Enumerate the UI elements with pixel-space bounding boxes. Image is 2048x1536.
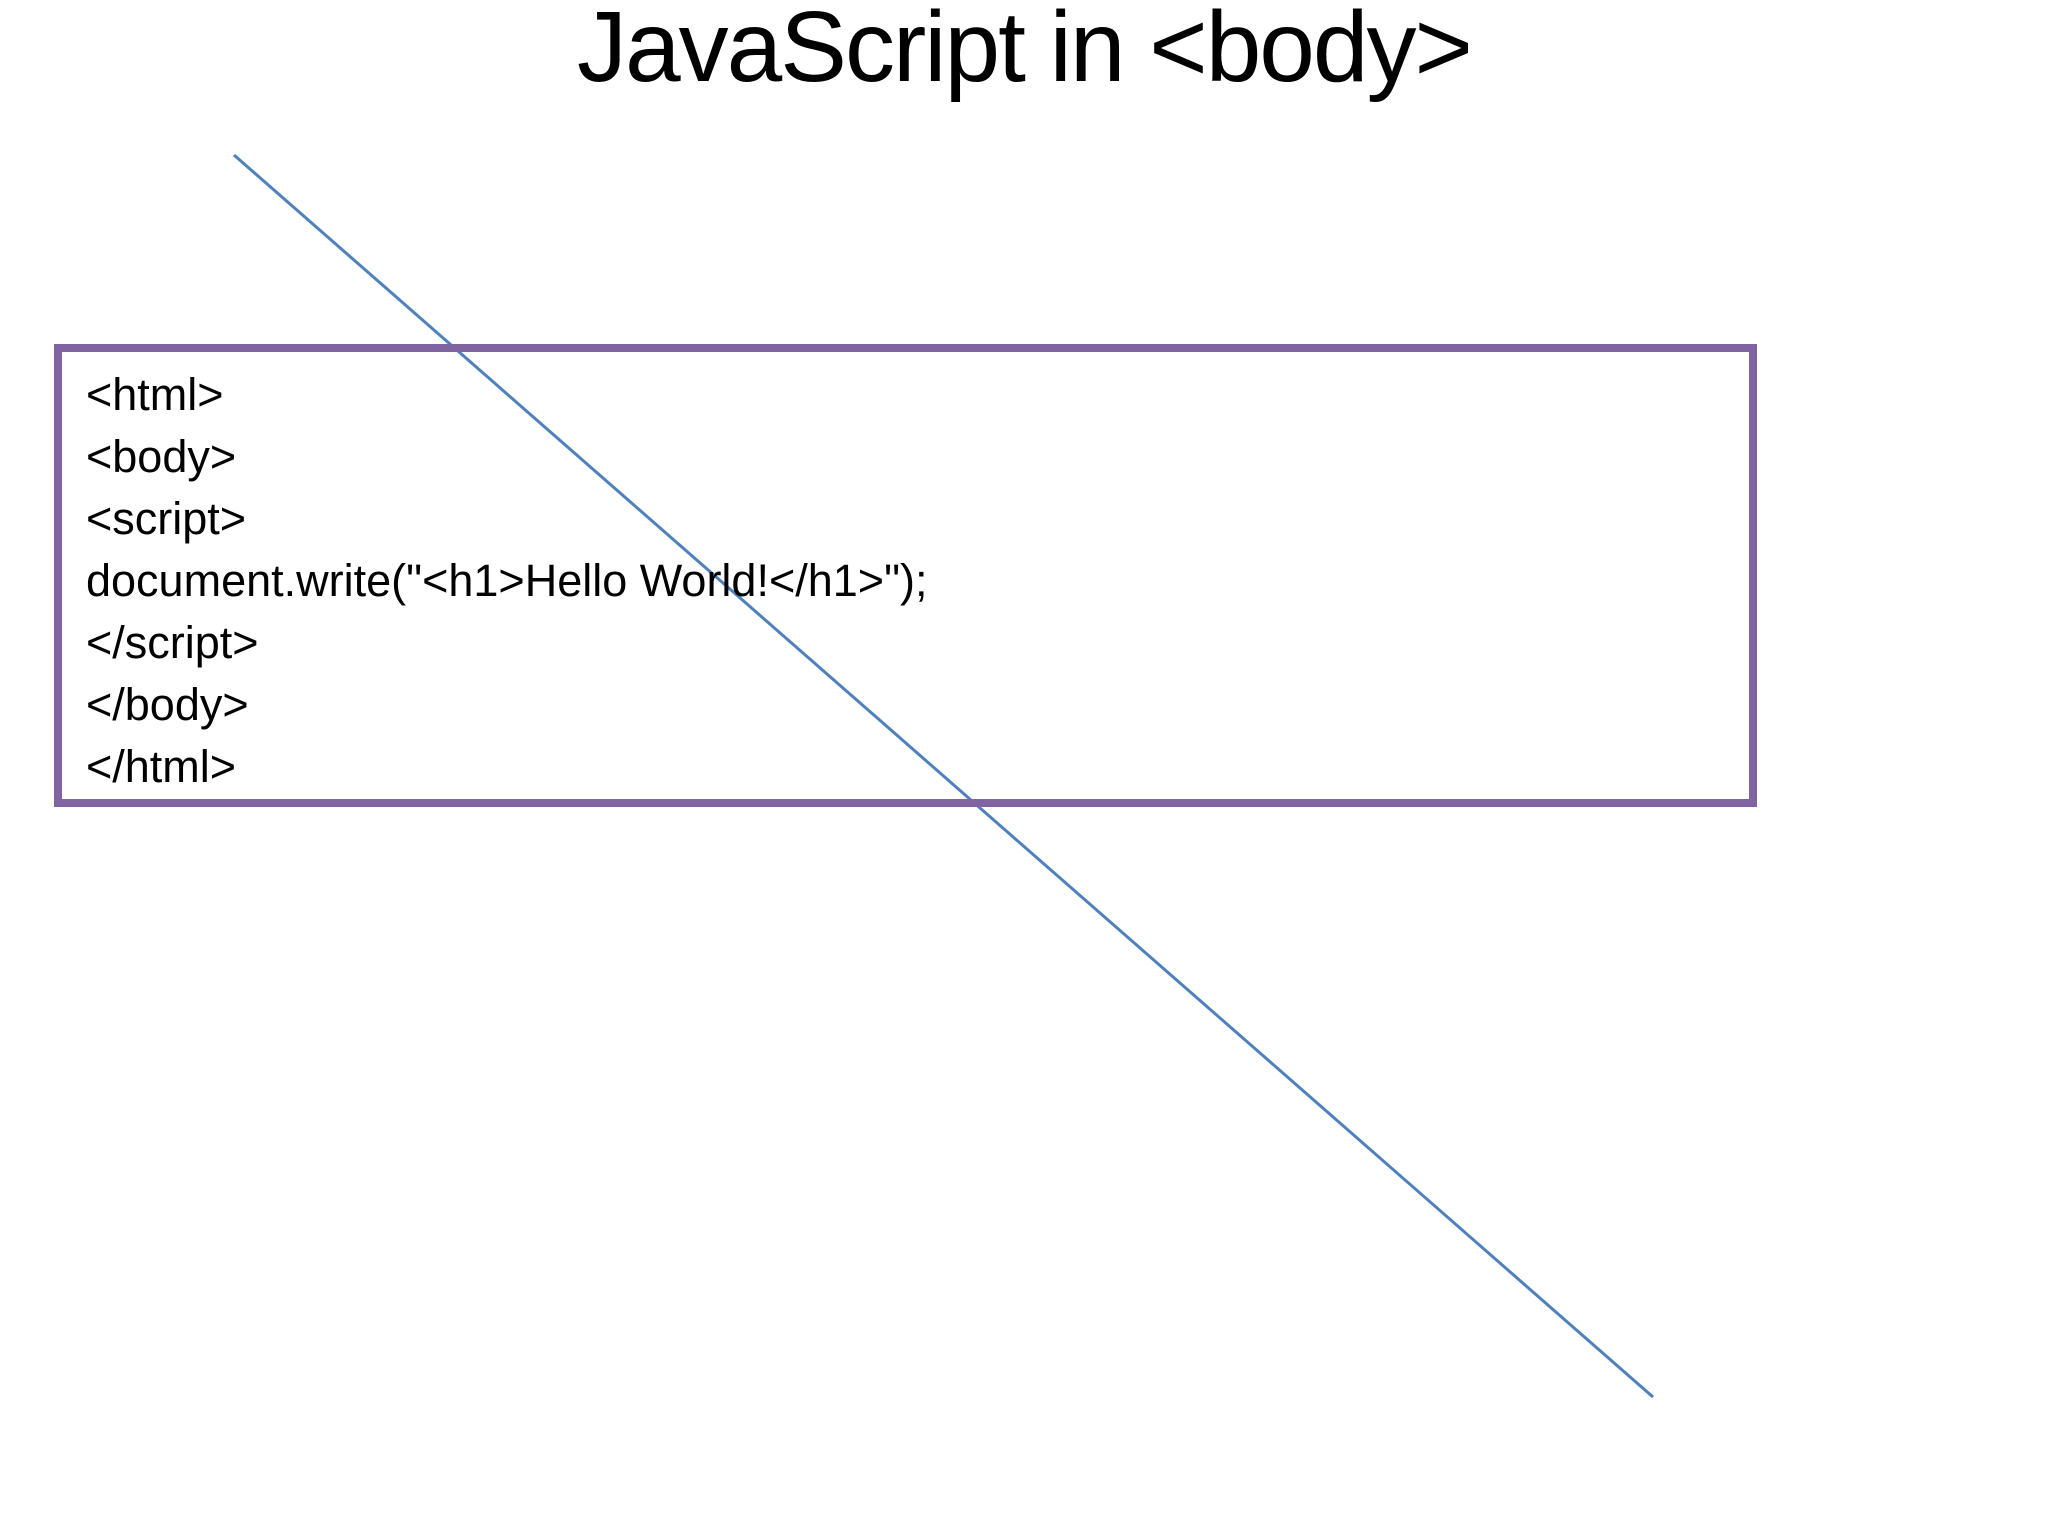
code-line: </body> [86,679,249,730]
code-line: </script> [86,617,259,668]
code-line: </html> [86,741,237,792]
code-line: <script> [86,493,247,544]
code-line: <html> [86,369,224,420]
slide-title: JavaScript in <body> [577,0,1473,103]
code-line: document.write("<h1>Hello World!</h1>"); [86,555,928,606]
code-line: <body> [86,431,237,482]
code-snippet: <html> <body> <script> document.write("<… [62,352,1749,798]
code-box: <html> <body> <script> document.write("<… [54,344,1757,807]
